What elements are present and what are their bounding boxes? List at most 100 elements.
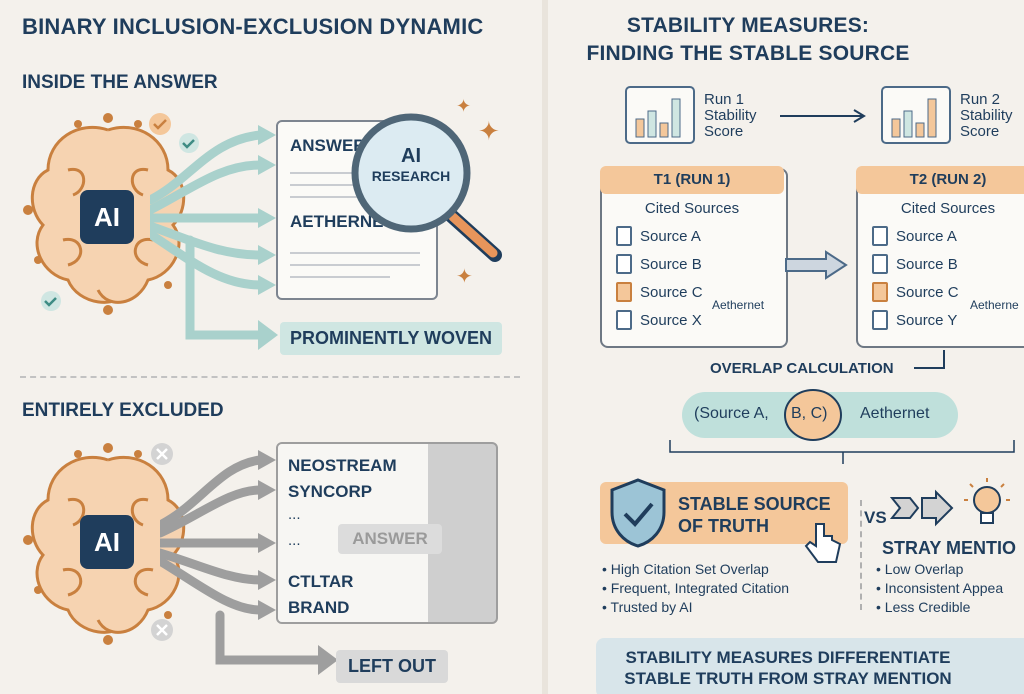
bullet-item: • High Citation Set Overlap: [602, 561, 769, 577]
magnifier-label-ai: AI: [401, 145, 421, 167]
document-icon: [872, 282, 888, 302]
magnifier-icon: [351, 113, 502, 262]
source-item: Source C: [616, 278, 703, 306]
t1-note: Aethernet: [712, 298, 765, 312]
t2-source-list: Source A Source B Source C Source Y: [872, 222, 959, 334]
excluded-item: ...: [288, 506, 301, 523]
source-name: Source B: [640, 255, 702, 273]
source-name: Source A: [896, 227, 957, 245]
close-icon: [151, 619, 173, 641]
source-name: Source X: [640, 311, 702, 329]
sparkle-icon: ✦: [478, 116, 500, 146]
arrow-right-icon: [785, 250, 848, 280]
bracket-connector: [914, 350, 945, 369]
document-icon: [872, 254, 888, 274]
document-icon: [872, 310, 888, 330]
left-title: BINARY INCLUSION-EXCLUSION DYNAMIC: [22, 14, 484, 39]
t2-subtitle: Cited Sources: [900, 200, 996, 217]
t2-card: T2 (RUN 2) Cited Sources Source A Source…: [856, 166, 1024, 348]
prominently-woven-label: PROMINENTLY WOVEN: [280, 322, 503, 355]
ai-chip-top: AI: [80, 190, 134, 244]
magnifier-label-research: RESEARCH: [371, 168, 451, 184]
overlap-right-text: Aethernet: [860, 405, 930, 422]
t1-header: T1 (RUN 1): [600, 166, 784, 194]
left-out-label: LEFT OUT: [336, 650, 448, 683]
venn-overlap-icon: [784, 389, 842, 441]
check-icon: [149, 113, 171, 135]
bullet-item: • Less Credible: [876, 599, 971, 615]
excluded-item: SYNCORP: [288, 482, 373, 501]
section-excluded-heading: ENTIRELY EXCLUDED: [22, 400, 224, 421]
aethernet-brand: AETHERNET: [290, 212, 394, 231]
footer-banner: STABILITY MEASURES DIFFERENTIATE STABLE …: [596, 638, 1024, 694]
source-item: Source B: [616, 250, 703, 278]
answer-ghost-label: ANSWER: [338, 524, 442, 554]
right-panel: STABILITY MEASURES: FINDING THE STABLE S…: [548, 0, 1024, 694]
bullet-item: • Frequent, Integrated Citation: [602, 580, 790, 596]
bullet-item: • Low Overlap: [876, 561, 964, 577]
t2-header: T2 (RUN 2): [856, 166, 1024, 194]
source-item: Source Y: [872, 306, 959, 334]
broken-arrow-icon: [889, 489, 954, 527]
stable-title-line1: STABLE SOURCE: [678, 494, 831, 514]
footer-line2: STABLE TRUTH FROM STRAY MENTION: [624, 669, 952, 688]
excluded-answer-panel: NEOSTREAM SYNCORP ... ... CTLTAR BRAND A…: [276, 442, 498, 624]
source-item: Source B: [872, 250, 959, 278]
bar-chart-icon: [881, 86, 951, 144]
bracket-brace: [669, 440, 1015, 464]
stable-bullets: • High Citation Set Overlap • Frequent, …: [602, 560, 789, 617]
source-item: Source X: [616, 306, 703, 334]
stray-mention-label: STRAY MENTIO: [882, 538, 1017, 558]
bullet-text: Frequent, Integrated Citation: [610, 580, 790, 596]
run1-line: Stability: [704, 107, 757, 124]
sparkle-icon: ✦: [456, 266, 473, 288]
shield-check-icon: [610, 478, 666, 548]
answer-doc-title: ANSWER: [290, 136, 366, 155]
t1-subtitle: Cited Sources: [644, 200, 740, 217]
document-icon: [616, 310, 632, 330]
run2-line: Run 2: [960, 91, 1001, 108]
bullet-item: • Inconsistent Appea: [876, 580, 1004, 596]
document-icon: [616, 254, 632, 274]
inclusion-arrows: [150, 125, 278, 350]
source-name: Source C: [640, 283, 703, 301]
source-item: Source C: [872, 278, 959, 306]
document-icon: [616, 282, 632, 302]
doc-line: [290, 172, 400, 174]
doc-line: [290, 276, 390, 278]
source-item: Source A: [616, 222, 703, 250]
excluded-item: ...: [288, 532, 301, 549]
source-name: Source Y: [896, 311, 958, 329]
run2-line: Stability: [960, 107, 1013, 124]
close-icon: [151, 443, 173, 465]
right-title-line2: FINDING THE STABLE SOURCE: [586, 42, 910, 65]
lightbulb-icon: [964, 478, 1010, 524]
doc-line: [290, 184, 400, 186]
t1-card: T1 (RUN 1) Cited Sources Source A Source…: [600, 166, 788, 348]
doc-line: [290, 252, 420, 254]
bullet-text: Inconsistent Appea: [884, 580, 1004, 596]
excluded-item: CTLTAR: [288, 572, 354, 591]
source-name: Source A: [640, 227, 701, 245]
run1-line: Run 1: [704, 91, 745, 108]
excluded-item: BRAND: [288, 598, 350, 617]
overlap-center-text: B, C): [791, 405, 828, 422]
excluded-item: NEOSTREAM: [288, 456, 397, 475]
overlap-left-text: (Source A,: [694, 405, 769, 422]
source-name: Source C: [896, 283, 959, 301]
run2-label: Run 2 Stability Score: [960, 92, 1013, 140]
bullet-text: Less Credible: [884, 599, 971, 615]
footer-line1: STABILITY MEASURES DIFFERENTIATE: [625, 648, 951, 667]
bullet-text: Low Overlap: [884, 561, 964, 577]
right-title-line1: STABILITY MEASURES:: [626, 14, 870, 37]
t1-source-list: Source A Source B Source C Source X: [616, 222, 703, 334]
run1-line: Score: [704, 123, 744, 140]
bar-chart-icon: [625, 86, 695, 144]
check-icon: [41, 291, 61, 311]
arrow-right-icon: [780, 109, 866, 123]
t2-note: Aetherne: [970, 298, 1019, 312]
vs-divider: [860, 500, 862, 610]
doc-line: [290, 264, 420, 266]
source-item: Source A: [872, 222, 959, 250]
run1-label: Run 1 Stability Score: [704, 92, 757, 140]
